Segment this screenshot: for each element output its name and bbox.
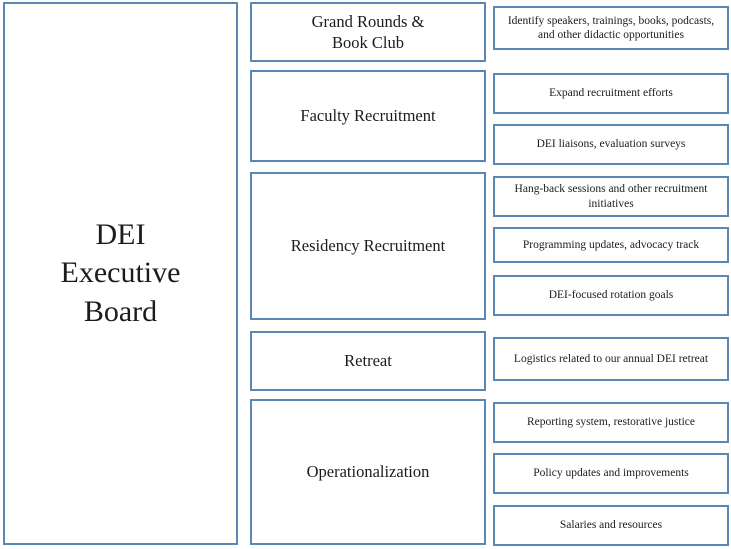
- branch-node-operationalization[interactable]: Operationalization: [250, 399, 486, 545]
- leaf-node-programming-updates[interactable]: Programming updates, advocacy track: [493, 227, 729, 263]
- branch-node-retreat[interactable]: Retreat: [250, 331, 486, 391]
- branch-label-retreat: Retreat: [344, 351, 392, 371]
- leaf-node-logistics-annual-retreat[interactable]: Logistics related to our annual DEI retr…: [493, 337, 729, 381]
- leaf-label-salaries-and-resources: Salaries and resources: [559, 519, 663, 532]
- branch-label-faculty-recruitment: Faculty Recruitment: [300, 106, 436, 126]
- leaf-label-identify-speakers: Identify speakers, trainings, books, pod…: [507, 14, 715, 41]
- leaf-label-dei-focused-rotation-goals: DEI-focused rotation goals: [548, 289, 674, 302]
- leaf-label-reporting-system: Reporting system, restorative justice: [527, 416, 695, 429]
- branch-line-1: Grand Rounds &: [311, 11, 425, 31]
- branch-node-grand-rounds-book-club[interactable]: Grand Rounds & Book Club: [250, 2, 486, 62]
- leaf-node-dei-focused-rotation-goals[interactable]: DEI-focused rotation goals: [493, 275, 729, 316]
- leaf-label-dei-liaisons-evaluation-surveys: DEI liaisons, evaluation surveys: [536, 138, 686, 151]
- branch-node-residency-recruitment[interactable]: Residency Recruitment: [250, 172, 486, 320]
- root-line-2: Executive: [60, 256, 181, 290]
- branch-node-faculty-recruitment[interactable]: Faculty Recruitment: [250, 70, 486, 162]
- leaf-label-hang-back-sessions: Hang-back sessions and other recruitment…: [514, 183, 708, 210]
- leaf-node-identify-speakers[interactable]: Identify speakers, trainings, books, pod…: [493, 6, 729, 50]
- leaf-node-salaries-and-resources[interactable]: Salaries and resources: [493, 505, 729, 546]
- branch-line-2: Book Club: [332, 33, 404, 52]
- root-line-1: DEI: [95, 217, 146, 251]
- leaf-node-hang-back-sessions[interactable]: Hang-back sessions and other recruitment…: [493, 176, 729, 217]
- leaf-node-expand-recruitment-efforts[interactable]: Expand recruitment efforts: [493, 73, 729, 114]
- leaf-node-policy-updates[interactable]: Policy updates and improvements: [493, 453, 729, 494]
- branch-label-residency-recruitment: Residency Recruitment: [290, 236, 446, 256]
- root-line-3: Board: [83, 294, 158, 328]
- leaf-label-expand-recruitment-efforts: Expand recruitment efforts: [549, 87, 673, 100]
- leaf-label-programming-updates: Programming updates, advocacy track: [522, 238, 700, 251]
- leaf-label-policy-updates: Policy updates and improvements: [533, 467, 689, 480]
- branch-label-operationalization: Operationalization: [306, 462, 430, 482]
- leaf-node-reporting-system[interactable]: Reporting system, restorative justice: [493, 402, 729, 443]
- branch-label-grand-rounds-book-club: Grand Rounds & Book Club: [252, 11, 484, 54]
- leaf-node-dei-liaisons-evaluation-surveys[interactable]: DEI liaisons, evaluation surveys: [493, 124, 729, 165]
- leaf-label-logistics-annual-retreat: Logistics related to our annual DEI retr…: [513, 352, 709, 365]
